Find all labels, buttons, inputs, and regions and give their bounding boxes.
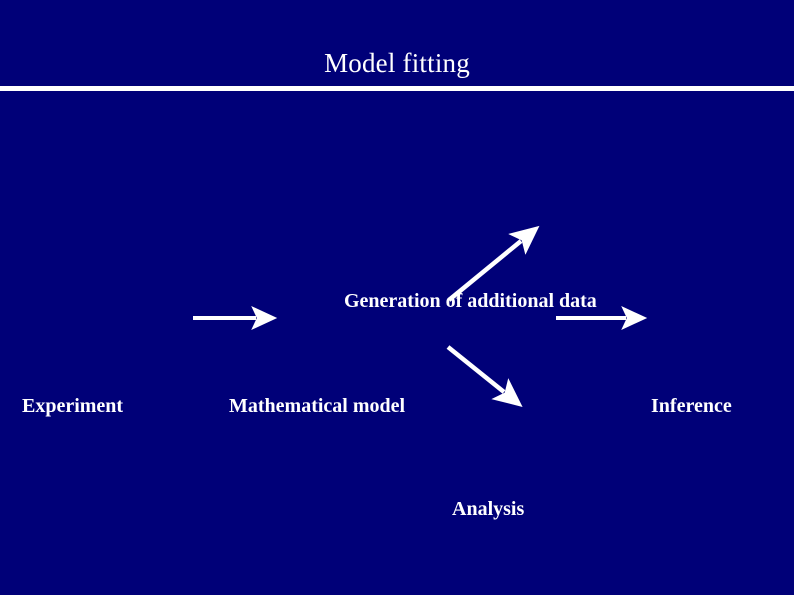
- title-divider: [0, 86, 794, 91]
- node-label-generation: Generation of additional data: [344, 290, 597, 312]
- slide-title-block: Model fitting: [0, 0, 794, 91]
- flow-diagram: Generation of additional data Experiment…: [0, 91, 794, 595]
- node-label-experiment: Experiment: [22, 395, 124, 417]
- diagram-arrows: [193, 225, 648, 407]
- node-label-mathematical-model: Mathematical model: [229, 395, 406, 417]
- node-label-inference: Inference: [651, 395, 732, 417]
- page-title: Model fitting: [324, 48, 470, 78]
- arrow-model-to-analysis: [446, 345, 523, 407]
- node-label-analysis: Analysis: [452, 498, 525, 520]
